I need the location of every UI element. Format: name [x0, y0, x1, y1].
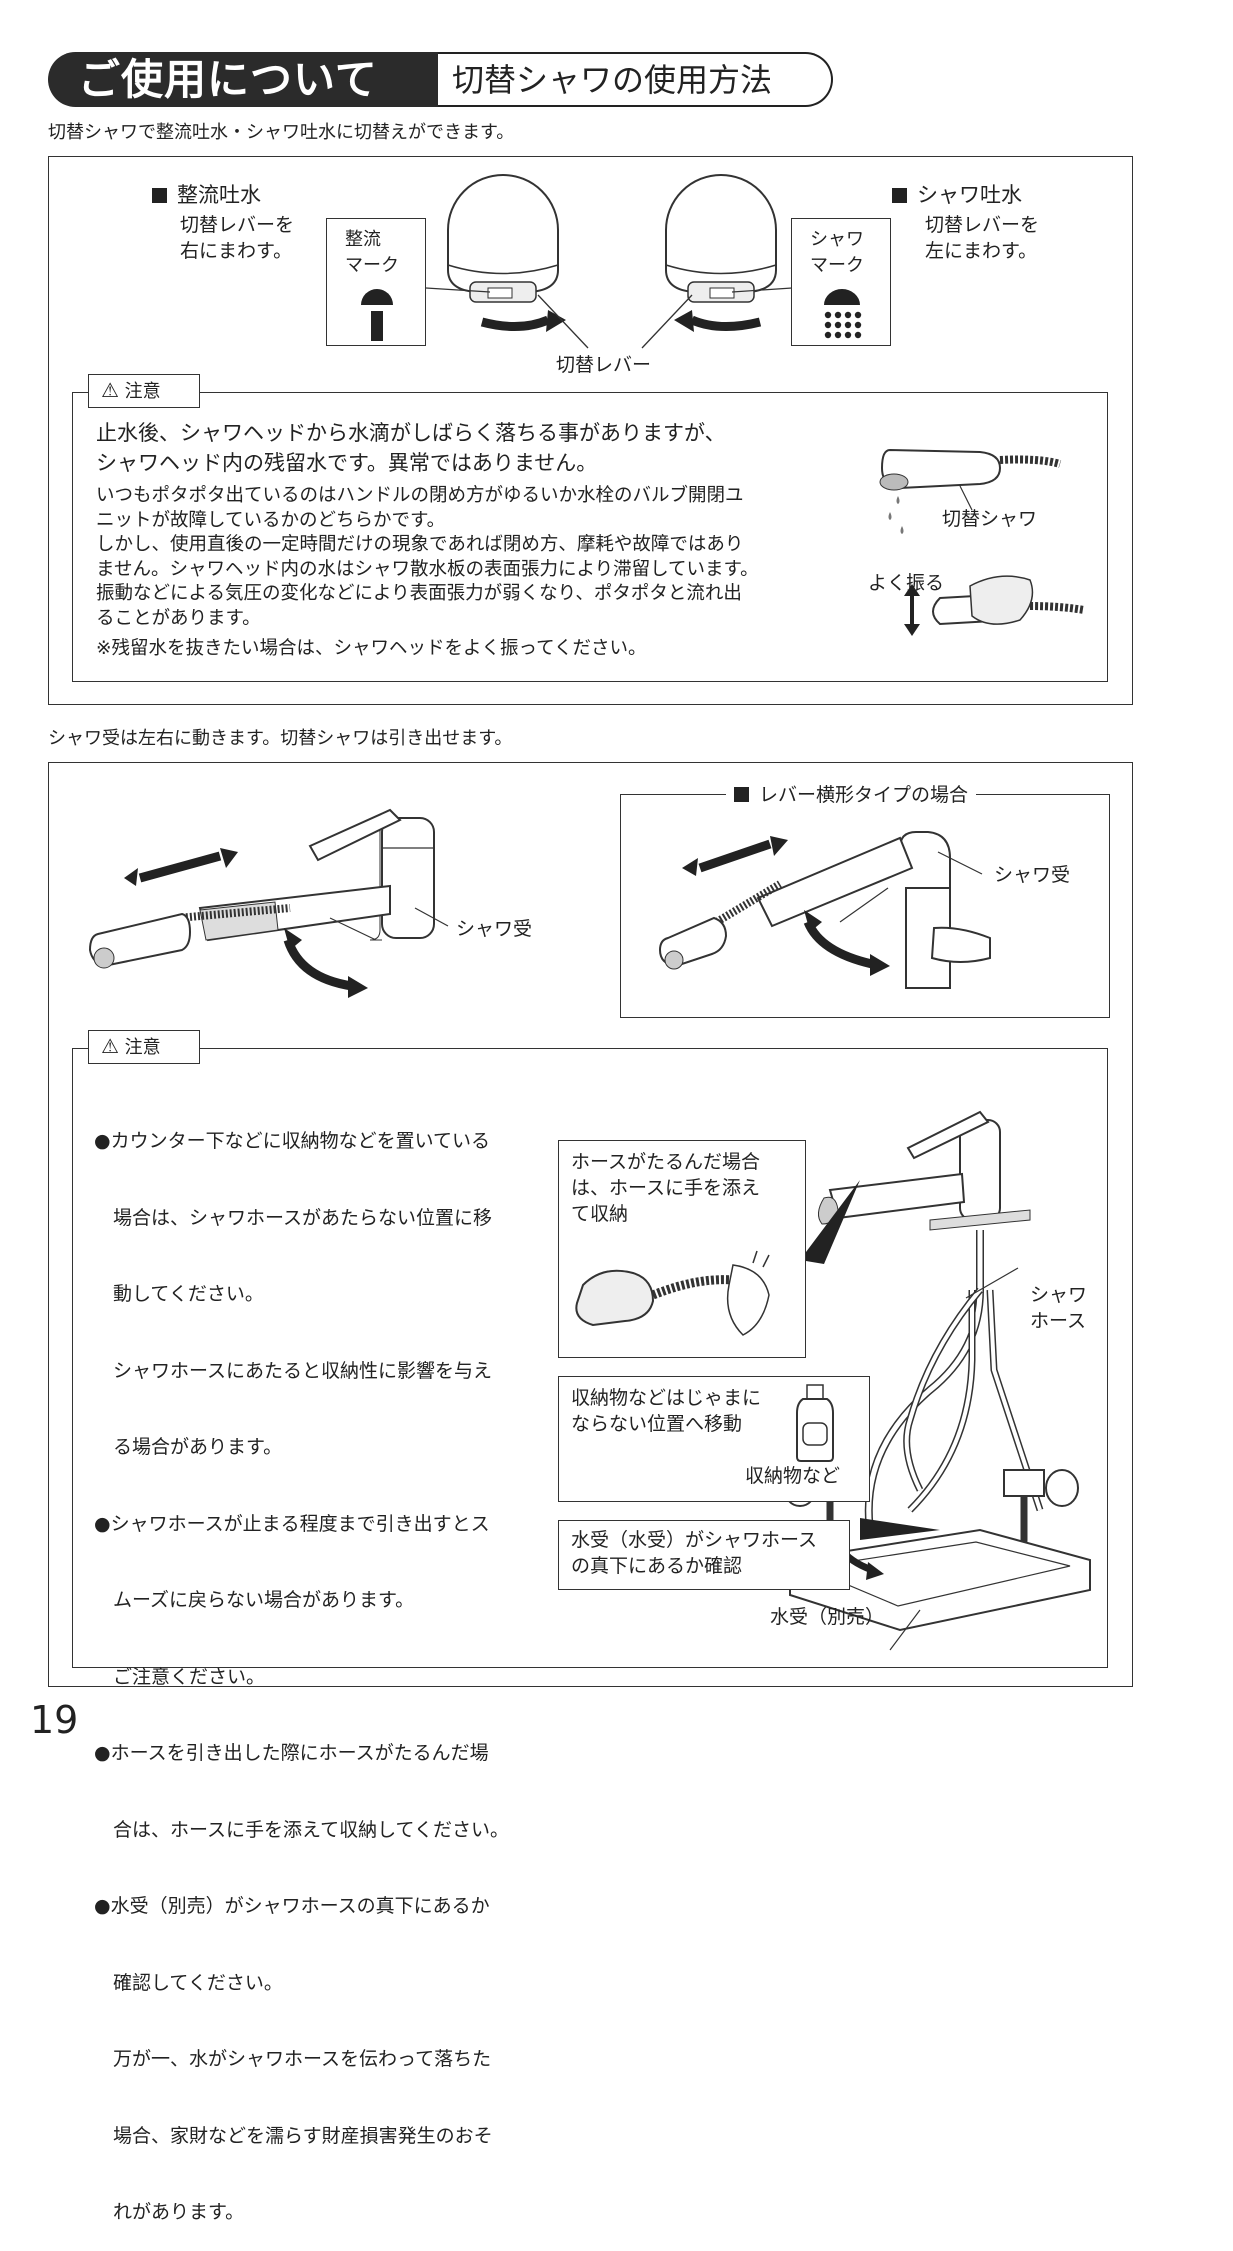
caution2-body: ●カウンター下などに収納物などを置いている 場合は、シャワホースがあたらない位置… — [94, 1078, 509, 2251]
straight-mode-desc-1: 切替レバーを — [180, 214, 295, 236]
caution2-line: 場合、家財などを濡らす財産損害発生のおそ — [94, 2124, 493, 2147]
storage-move-box: 収納物などはじゃまに ならない位置へ移動 収納物など — [558, 1376, 870, 1502]
page-number: 19 — [30, 1698, 79, 1742]
straight-stream-icon — [361, 289, 393, 341]
caution2-line: ムーズに戻らない場合があります。 — [94, 1589, 415, 1611]
shower-receiver-label-left: シャワ受 — [456, 918, 533, 940]
shower-mode-desc-2: 左にまわす。 — [925, 240, 1038, 262]
caution2-line: ●ホースを引き出した際にホースがたるんだ場 — [94, 1742, 489, 1764]
straight-mark-label-2: マーク — [345, 255, 399, 276]
switch-lever-label: 切替レバー — [556, 354, 652, 376]
caution2-line: 合は、ホースに手を添えて収納してください。 — [94, 1818, 509, 1841]
straight-mark-label-1: 整流 — [345, 229, 381, 250]
caution2-line: ●水受（別売）がシャワホースの真下にあるか — [94, 1895, 490, 1917]
caution-tag-label: 注意 — [124, 1037, 161, 1058]
caution-box-1 — [72, 392, 1108, 682]
caution1-line: いつもポタポタ出ているのはハンドルの閉め方がゆるいか水栓のバルブ開閉ユ — [96, 485, 744, 506]
lever-horizontal-faucet-illustration — [658, 831, 991, 989]
caution2-line: れがあります。 — [94, 2201, 245, 2223]
shower-spray-icon — [824, 289, 862, 339]
water-tray-label: 水受（別売） — [770, 1606, 885, 1628]
caution1-line: ることがあります。 — [96, 607, 261, 629]
square-bullet-icon — [734, 787, 749, 802]
caution-box-2 — [72, 1048, 1108, 1668]
caution1-body: いつもポタポタ出ているのはハンドルの閉め方がゆるいか水栓のバルブ開閉ユ ニットが… — [96, 484, 759, 662]
caution-tag-2: ⚠ 注意 — [88, 1030, 200, 1064]
shower-receiver-label-inset: シャワ受 — [994, 864, 1071, 886]
topic-title: 切替シャワの使用方法 — [438, 52, 833, 107]
square-bullet-icon — [892, 188, 907, 203]
warning-triangle-icon: ⚠ — [101, 1034, 119, 1058]
caution2-line: ●シャワホースが止まる程度まで引き出すとス — [94, 1512, 490, 1535]
shower-head-drip-illustration — [879, 448, 1085, 636]
inset-title: レバー横形タイプの場合 — [726, 782, 977, 808]
square-bullet-icon — [152, 188, 167, 203]
caution2-line: シャワホースにあたると収納性に影響を与え — [94, 1359, 493, 1382]
straight-mode-desc-2: 右にまわす。 — [180, 240, 293, 262]
shower-mode-desc-1: 切替レバーを — [925, 214, 1040, 236]
caution1-line: ニットが故障しているかのどちらかです。 — [96, 509, 446, 531]
hose-slack-text: ホースがたるんだ場合 — [571, 1151, 761, 1173]
hose-slack-text: て収納 — [571, 1203, 629, 1225]
storage-items-label: 収納物など — [745, 1465, 841, 1487]
caution-tag-label: 注意 — [124, 381, 161, 402]
hose-slack-text: は、ホースに手を添え — [571, 1177, 761, 1199]
caution2-line: 場合は、シャワホースがあたらない位置に移 — [94, 1206, 493, 1229]
warning-triangle-icon: ⚠ — [101, 378, 119, 402]
tray-check-text: 水受（水受）がシャワホース — [571, 1529, 818, 1551]
caution1-lead-2: シャワヘッド内の残留水です。異常ではありません。 — [96, 451, 598, 475]
caution1-line: しかし、使用直後の一定時間だけの現象であれば閉め方、摩耗や故障ではあり — [96, 534, 744, 555]
faucet-pullout-illustration — [88, 808, 449, 998]
intro-text-1: 切替シャワで整流吐水・シャワ吐水に切替えができます。 — [48, 122, 515, 143]
shower-receiver-panel — [48, 762, 1133, 1687]
shower-mark-label-1: シャワ — [810, 229, 864, 250]
shower-hose-label-2: ホース — [1030, 1310, 1087, 1332]
tray-check-text: の真下にあるか確認 — [571, 1555, 743, 1577]
storage-move-text: ならない位置へ移動 — [571, 1413, 743, 1435]
caution2-line: 確認してください。 — [94, 1971, 283, 1994]
pointer-wedge — [860, 1518, 940, 1540]
section-title: ご使用について — [48, 52, 438, 107]
caution1-lead-1: 止水後、シャワヘッドから水滴がしばらく落ちる事がありますが、 — [96, 421, 726, 445]
switch-shower-panel — [48, 156, 1133, 705]
storage-move-text: 収納物などはじゃまに — [571, 1387, 762, 1409]
shower-mark-box: シャワ マーク — [791, 218, 891, 346]
caution1-note: ※残留水を抜きたい場合は、シャワヘッドをよく振ってください。 — [96, 638, 647, 659]
caution1-line: 振動などによる気圧の変化などにより表面張力が弱くなり、ポタポタと流れ出 — [96, 583, 742, 604]
fig-switch-shower-label: 切替シャワ — [942, 508, 1038, 530]
caution2-line: 万が一、水がシャワホースを伝わって落ちた — [94, 2048, 492, 2070]
intro-text-2: シャワ受は左右に動きます。切替シャワは引き出せます。 — [48, 728, 513, 749]
straight-mode-title: 整流吐水 — [152, 182, 261, 208]
pointer-wedge — [800, 1180, 860, 1264]
shower-mark-label-2: マーク — [810, 255, 864, 276]
caution-tag-1: ⚠ 注意 — [88, 374, 200, 408]
fig-shake-label: よく振る — [868, 572, 945, 594]
hose-slack-box: ホースがたるんだ場合 は、ホースに手を添え て収納 — [558, 1140, 806, 1358]
caution2-line: ご注意ください。 — [94, 1665, 266, 1688]
caution2-line: 動してください。 — [94, 1283, 264, 1305]
hand-hose-illustration — [575, 1250, 770, 1336]
tray-check-box: 水受（水受）がシャワホース の真下にあるか確認 — [558, 1520, 850, 1590]
shower-hose-label-1: シャワ — [1030, 1284, 1088, 1306]
caution2-line: る場合があります。 — [94, 1436, 283, 1458]
caution1-line: ません。シャワヘッド内の水はシャワ散水板の表面張力により滞留しています。 — [96, 558, 759, 580]
caution2-line: ●カウンター下などに収納物などを置いている — [94, 1130, 491, 1152]
straight-mark-box: 整流 マーク — [326, 218, 426, 346]
shower-head-illustration — [425, 174, 793, 349]
bottle-icon — [796, 1384, 834, 1462]
shower-mode-title: シャワ吐水 — [892, 182, 1022, 208]
